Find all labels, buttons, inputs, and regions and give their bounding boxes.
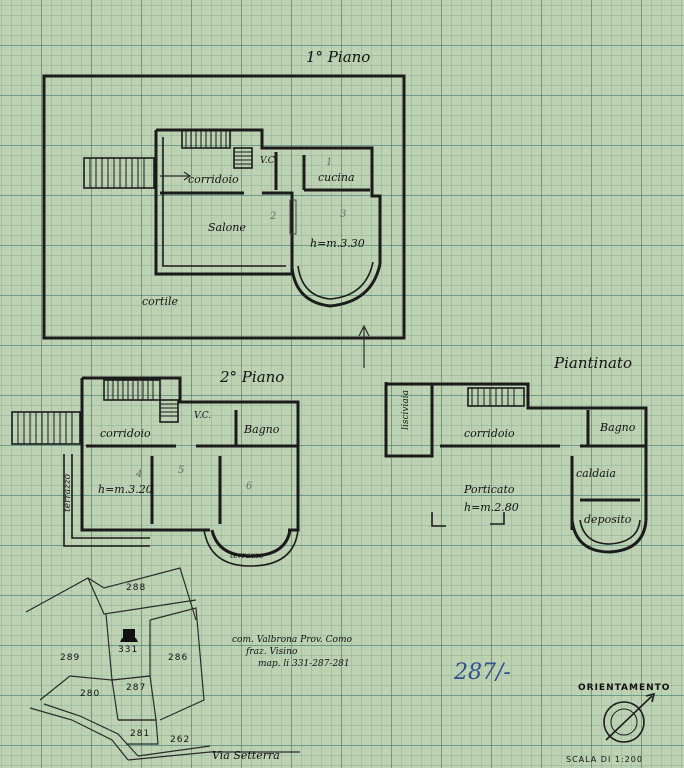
pillar-2	[490, 512, 505, 525]
parcel-288	[87, 577, 197, 615]
first-floor-plan	[42, 74, 406, 368]
scale-label: SCALA DI 1:200	[566, 755, 643, 764]
access-arrow	[358, 324, 370, 368]
parcel-label-289: 289	[60, 653, 81, 663]
salone-label: Salone	[208, 221, 246, 234]
road-label: Via Setterra	[212, 749, 280, 762]
basement-bath-label: Bagno	[600, 421, 636, 434]
map-boundary-north	[25, 567, 197, 621]
second-stair-treads	[107, 380, 154, 400]
first-floor-bay-inner	[297, 261, 374, 300]
first-floor-inner-left	[162, 137, 286, 267]
building-marker	[123, 629, 135, 639]
side-terrace	[63, 454, 150, 547]
basement-title: Piantinato	[554, 354, 632, 372]
second-floor-walls-right	[82, 376, 300, 532]
second-stair	[103, 379, 161, 401]
parcel-label-331: 331	[118, 645, 139, 655]
basement-plan	[384, 382, 648, 554]
second-landing-treads	[160, 403, 178, 417]
first-floor-bay	[290, 263, 382, 308]
second-floor-walls-left	[80, 378, 210, 532]
parcel-label-262: 262	[170, 735, 191, 745]
second-stair-landing	[159, 399, 179, 423]
road-edge-2	[43, 703, 139, 757]
basement-corridor-label: corridoio	[464, 427, 515, 440]
deposit-label: deposito	[584, 513, 632, 526]
map-caption-line3: map. li 331-287-281	[258, 659, 350, 669]
stair-landing	[233, 147, 253, 169]
exterior-stair	[83, 157, 155, 189]
first-floor-walls-top	[156, 128, 382, 264]
second-corridor-label: corridoio	[100, 427, 151, 440]
north-arrow	[603, 692, 656, 743]
second-bath-label: Bagno	[244, 423, 280, 436]
parcel-label-280: 280	[80, 689, 101, 699]
second-wc-label: V.C.	[194, 411, 212, 421]
pencil-mark-5: 5	[178, 465, 185, 476]
courtyard-boundary	[42, 74, 406, 340]
map-caption-line2: fraz. Visino	[246, 647, 298, 657]
pencil-mark-6: 6	[246, 481, 253, 492]
parcel-label-288: 288	[126, 583, 147, 593]
basement-bay-inner	[579, 519, 641, 545]
pencil-mark-1: 1	[326, 157, 333, 168]
first-height-label: h=m.3.30	[310, 237, 365, 250]
second-floor-plan	[11, 376, 300, 567]
terrace-outer	[203, 529, 299, 567]
road-edge-1	[29, 707, 129, 761]
parcel-label-287: 287	[126, 683, 147, 693]
side-terrace-label: terrazzo	[63, 474, 73, 512]
parcel-label-286: 286	[168, 653, 189, 663]
second-exterior-stair-treads	[17, 412, 73, 444]
map-caption-line1: com. Valbrona Prov. Como	[232, 635, 352, 645]
parcel-281	[118, 719, 159, 745]
parcel-286	[149, 607, 205, 721]
exterior-stair-treads	[89, 158, 145, 188]
basement-height-label: h=m.2.80	[464, 501, 519, 514]
pencil-mark-3: 3	[340, 209, 347, 220]
laundry-room	[384, 382, 434, 458]
front-terrace-label: terrazzo	[230, 551, 264, 560]
road-edge-3	[127, 751, 300, 761]
orientation-label: ORIENTAMENTO	[578, 683, 671, 693]
first-wc-label: V.C.	[260, 156, 278, 166]
porticato-label: Porticato	[464, 483, 515, 496]
pencil-mark-2: 2	[270, 211, 277, 222]
pillar-1	[431, 512, 446, 527]
stair-treads	[185, 130, 227, 148]
road-edge-4	[137, 745, 211, 757]
second-height-label: h=m.3.20	[98, 483, 153, 496]
compass-inner	[610, 708, 638, 736]
boiler-label: caldaia	[576, 467, 616, 480]
first-floor-title: 1° Piano	[306, 48, 371, 66]
cortile-label: cortile	[142, 295, 179, 308]
basement-bay	[570, 519, 648, 554]
pencil-mark-4: 4	[136, 469, 143, 480]
second-floor-title: 2° Piano	[220, 368, 285, 386]
compass-arrow	[605, 692, 656, 741]
second-exterior-stair	[11, 411, 81, 445]
parcel-label-281: 281	[130, 729, 151, 739]
cadastral-map	[25, 567, 300, 761]
entry-arrow	[160, 171, 192, 181]
side-terrace-inner	[71, 454, 150, 539]
corridor-wall	[160, 191, 294, 228]
stair-landing-treads	[234, 151, 252, 165]
kitchen-label: cucina	[318, 171, 355, 184]
building-marker-base	[120, 638, 138, 642]
compass-outer	[603, 701, 645, 743]
basement-stair-treads	[471, 388, 515, 406]
second-floor-bay	[210, 529, 292, 558]
laundry-label: lisciviaia	[401, 390, 411, 430]
parcel-280	[39, 675, 119, 721]
file-annotation: 287/-	[454, 660, 511, 685]
first-corridor-label: corridoio	[188, 173, 239, 186]
first-floor-walls-left	[154, 130, 294, 276]
door-mark	[289, 199, 297, 235]
